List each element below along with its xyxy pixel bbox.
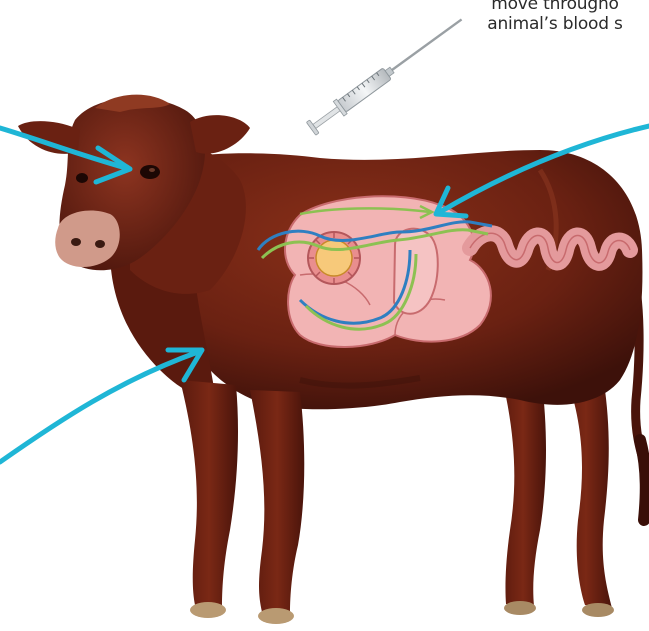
caption-line-2: animal’s blood s [455,14,649,34]
eye [140,165,160,179]
hoof [190,602,226,618]
caption-line-1: move througho [455,0,649,14]
syringe-icon [306,12,467,136]
hoof [258,608,294,624]
caption-text: move througho animal’s blood s [455,0,649,34]
hoof [582,603,614,617]
hoof [504,601,536,615]
